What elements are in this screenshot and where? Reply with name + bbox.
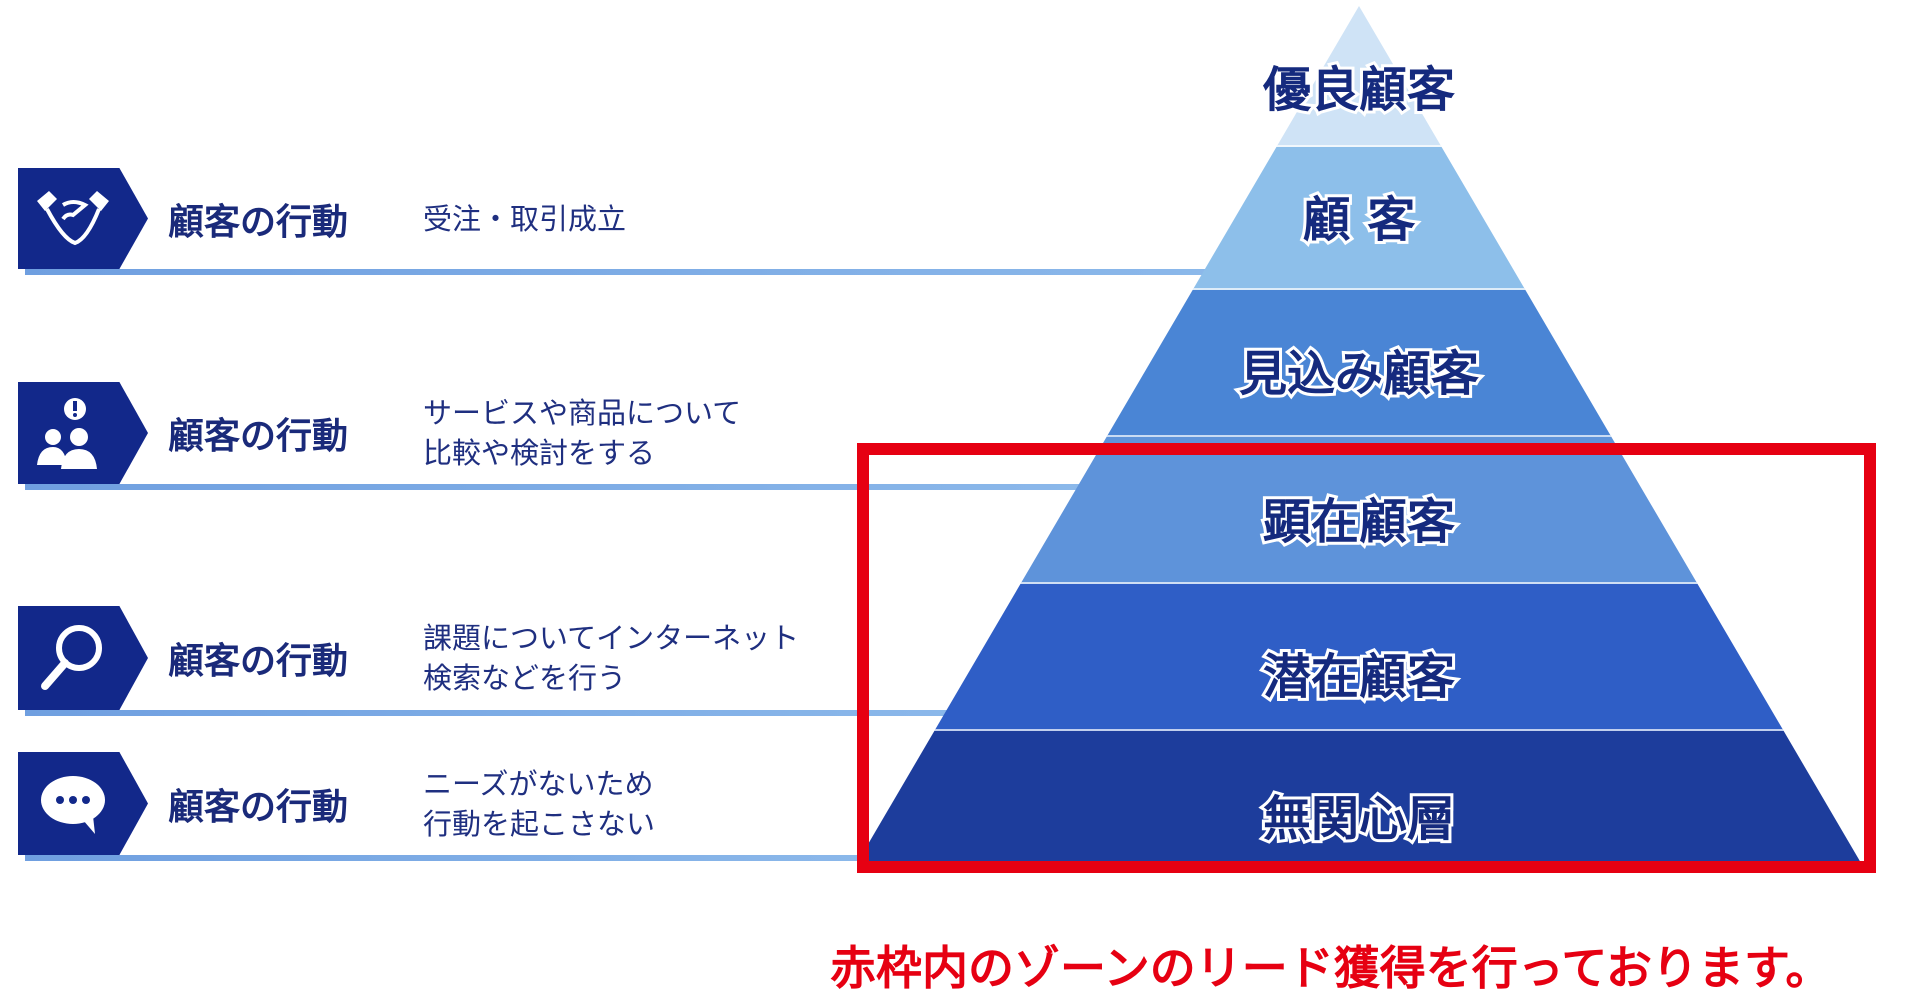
layer-label: 優良顧客 xyxy=(1260,59,1458,121)
people-discussion-icon xyxy=(37,398,97,469)
chat-badge xyxy=(18,752,148,855)
layer-label: 無関心層 xyxy=(1260,788,1458,850)
row-title: 顧客の行動 xyxy=(168,201,349,243)
search-badge xyxy=(18,606,148,710)
handshake-icon xyxy=(37,190,109,245)
row-description: ニーズがないため行動を起こさない xyxy=(423,766,656,841)
behavior-row-no-needs: 顧客の行動 ニーズがないため行動を起こさない xyxy=(18,752,1218,855)
row-title: 顧客の行動 xyxy=(168,416,349,457)
layer-label: 潜在顧客 xyxy=(1260,646,1458,708)
lead-zone-highlight xyxy=(857,443,1876,873)
behavior-row-search: 顧客の行動 課題についてインターネット検索などを行う xyxy=(18,606,1218,710)
row-divider xyxy=(25,269,1208,275)
magnifier-icon xyxy=(41,625,102,690)
speech-bubble-icon xyxy=(41,775,105,834)
row-description: 課題についてインターネット検索などを行う xyxy=(423,621,800,695)
behavior-row-order: 顧客の行動 受注・取引成立 xyxy=(18,168,1218,269)
layer-label: 見込み顧客 xyxy=(1236,343,1482,405)
people-badge xyxy=(18,382,148,484)
row-divider xyxy=(25,484,1080,490)
lead-zone-note: 赤枠内のゾーンのリード獲得を行っております。 xyxy=(830,941,1832,995)
row-divider xyxy=(25,710,960,716)
layer-label: 顧 客 xyxy=(1300,189,1419,251)
row-description: サービスや商品について比較や検討をする xyxy=(423,396,742,470)
row-title: 顧客の行動 xyxy=(168,786,349,828)
behavior-row-compare: 顧客の行動 サービスや商品について比較や検討をする xyxy=(18,382,1218,484)
pyramid-layer-indifferent xyxy=(857,731,1861,863)
row-description: 受注・取引成立 xyxy=(423,201,627,236)
handshake-badge xyxy=(18,168,148,269)
layer-label: 顕在顧客 xyxy=(1260,491,1458,553)
pyramid-layer-latent xyxy=(857,584,1861,731)
row-title: 顧客の行動 xyxy=(168,641,349,682)
row-divider xyxy=(25,855,860,861)
